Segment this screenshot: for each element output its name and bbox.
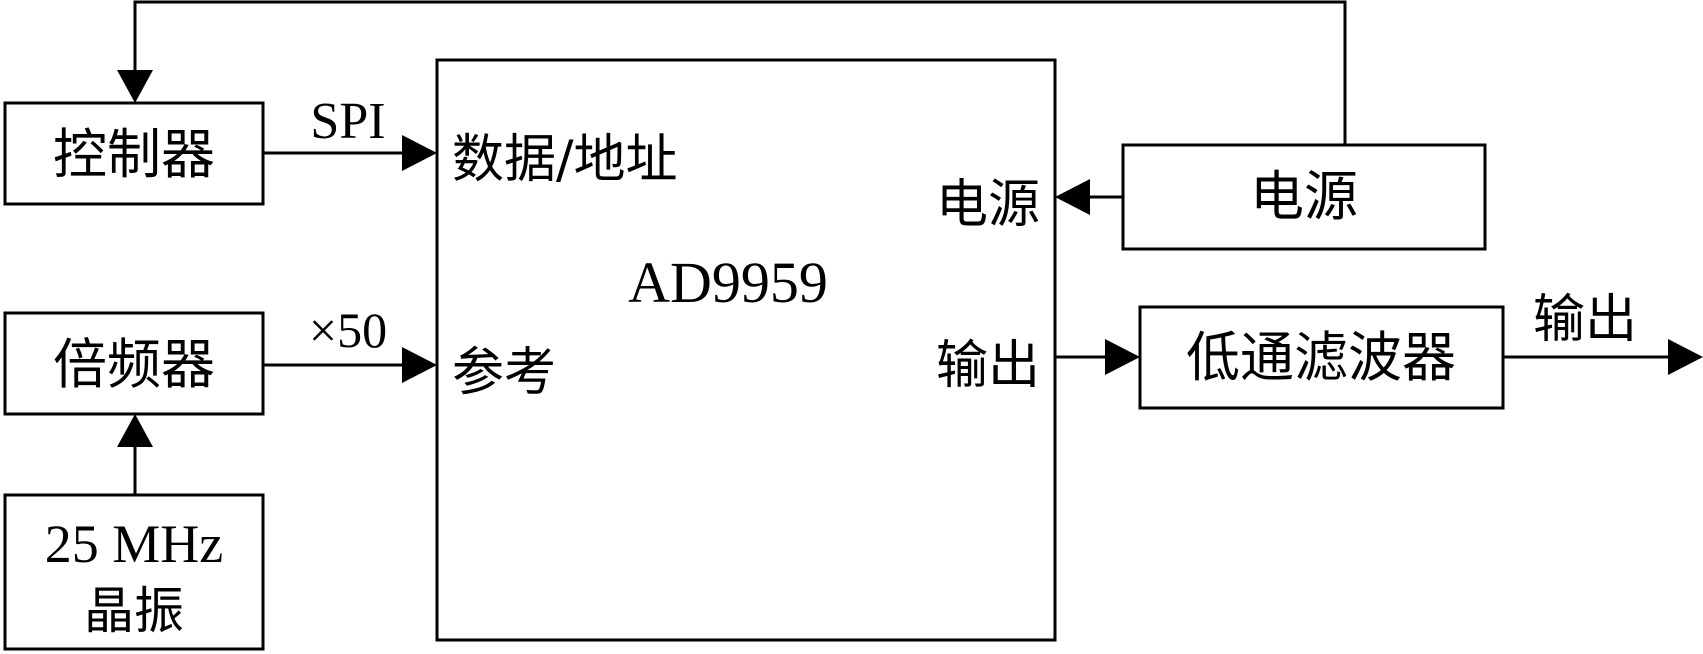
spi-arrowhead: [402, 135, 437, 171]
filter-input-arrowhead: [1105, 339, 1140, 375]
power-to-controller-line: [133, 0, 1347, 145]
data-address-port-label: 数据/地址: [452, 130, 678, 190]
controller-input-arrowhead: [117, 70, 153, 103]
power-port-label: 电源: [936, 175, 1040, 235]
multiplier-input-arrowhead: [117, 414, 153, 447]
controller-label: 控制器: [53, 123, 215, 186]
power-arrowhead: [1055, 179, 1090, 215]
controller-block: [3, 101, 265, 206]
multiplier-label: 倍频器: [53, 333, 215, 396]
final-output-arrowhead: [1668, 339, 1703, 375]
chip-name-label: AD9959: [628, 250, 828, 315]
crystal-label: 晶振: [84, 582, 184, 640]
multiplier-block: [3, 311, 265, 416]
crystal-frequency-label: 25 MHz: [45, 514, 223, 574]
power-supply-block: [1121, 143, 1487, 251]
final-output-label: 输出: [1533, 290, 1637, 350]
reference-port-label: 参考: [452, 343, 556, 403]
reference-arrowhead: [402, 347, 437, 383]
lowpass-filter-label: 低通滤波器: [1186, 326, 1456, 389]
spi-signal-label: SPI: [310, 93, 385, 150]
lowpass-filter-block: [1138, 305, 1505, 410]
ad9959-chip-block: [435, 58, 1057, 642]
multiply-signal-label: ×50: [309, 302, 387, 358]
output-port-label: 输出: [936, 336, 1040, 396]
power-supply-label: 电源: [1250, 165, 1358, 228]
